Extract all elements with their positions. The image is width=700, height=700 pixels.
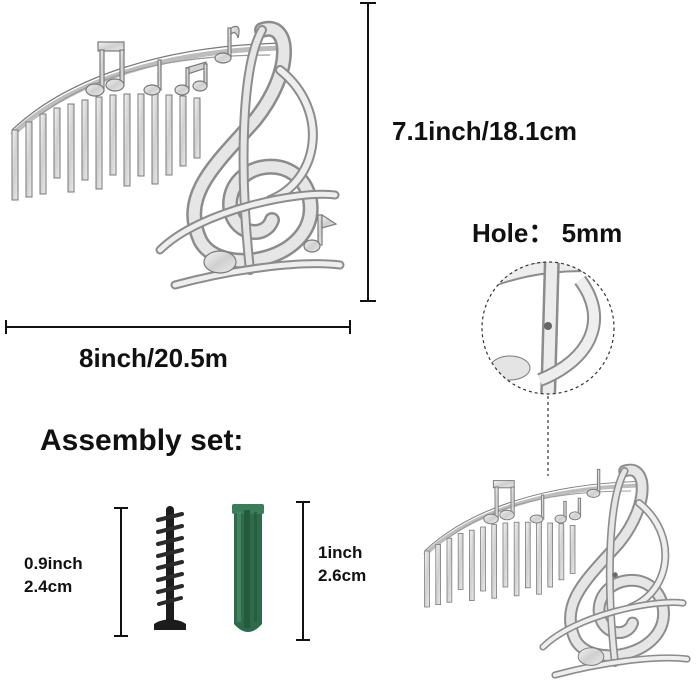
- anchor-label-inch: 1inch: [318, 543, 363, 562]
- assembly-title: Assembly set:: [40, 424, 244, 457]
- music-decor-small: [423, 463, 691, 679]
- screw-dimension-line: [114, 507, 128, 637]
- hole-connector-line: [547, 396, 549, 476]
- anchor-dimension-line: [296, 501, 310, 641]
- hole-label: Hole： 5mm: [472, 218, 623, 248]
- music-decor-large: [10, 20, 345, 290]
- width-label: 8inch/20.5m: [79, 343, 228, 373]
- screw-label-cm: 2.4cm: [24, 577, 73, 596]
- screw-image: [154, 506, 186, 630]
- height-dimension-line: [360, 2, 376, 302]
- hole-magnifier: [481, 261, 615, 395]
- anchor-label-cm: 2.6cm: [318, 566, 367, 585]
- wall-anchor-image: [232, 504, 264, 632]
- width-dimension-line: [5, 320, 351, 334]
- screw-label-inch: 0.9inch: [24, 554, 83, 573]
- height-label: 7.1inch/18.1cm: [392, 116, 577, 146]
